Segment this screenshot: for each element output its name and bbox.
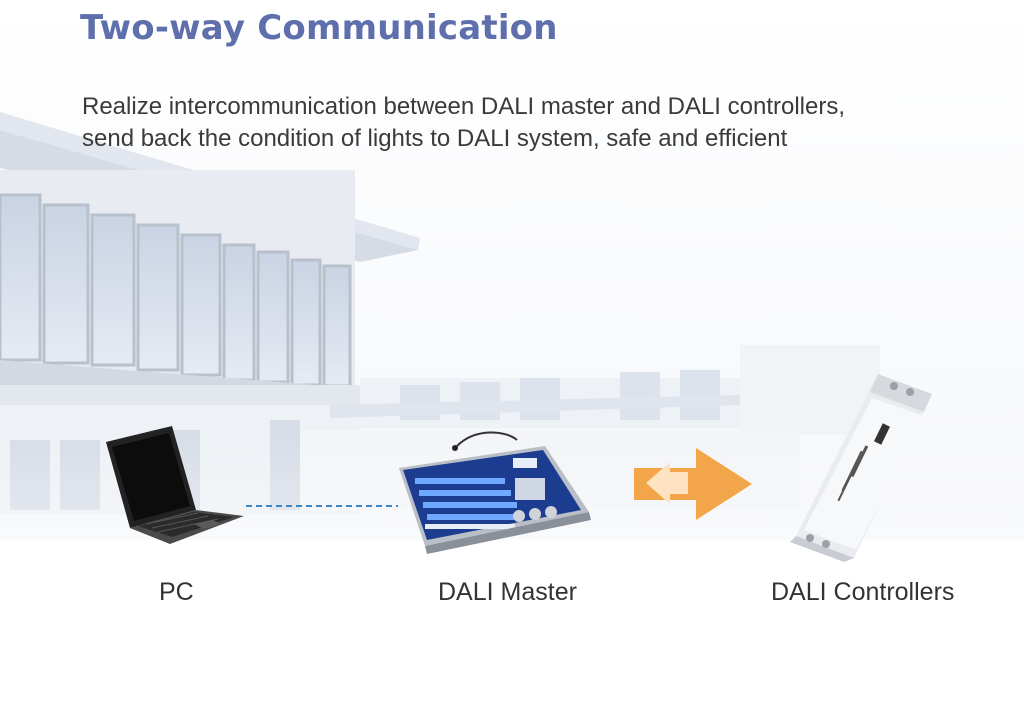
description-line-2: send back the condition of lights to DAL… — [82, 125, 788, 152]
dali-console-icon — [399, 431, 591, 554]
label-pc: PC — [159, 578, 194, 606]
dashed-connection — [246, 505, 398, 507]
laptop-icon — [106, 426, 244, 544]
page-title: Two-way Communication — [80, 8, 558, 48]
label-dali-controllers: DALI Controllers — [771, 578, 955, 606]
dali-controller-icon — [790, 374, 932, 562]
label-dali-master: DALI Master — [438, 578, 577, 606]
bidirectional-arrow-icon — [634, 448, 752, 520]
description-line-1: Realize intercommunication between DALI … — [82, 93, 846, 120]
description: Realize intercommunication between DALI … — [82, 91, 902, 155]
